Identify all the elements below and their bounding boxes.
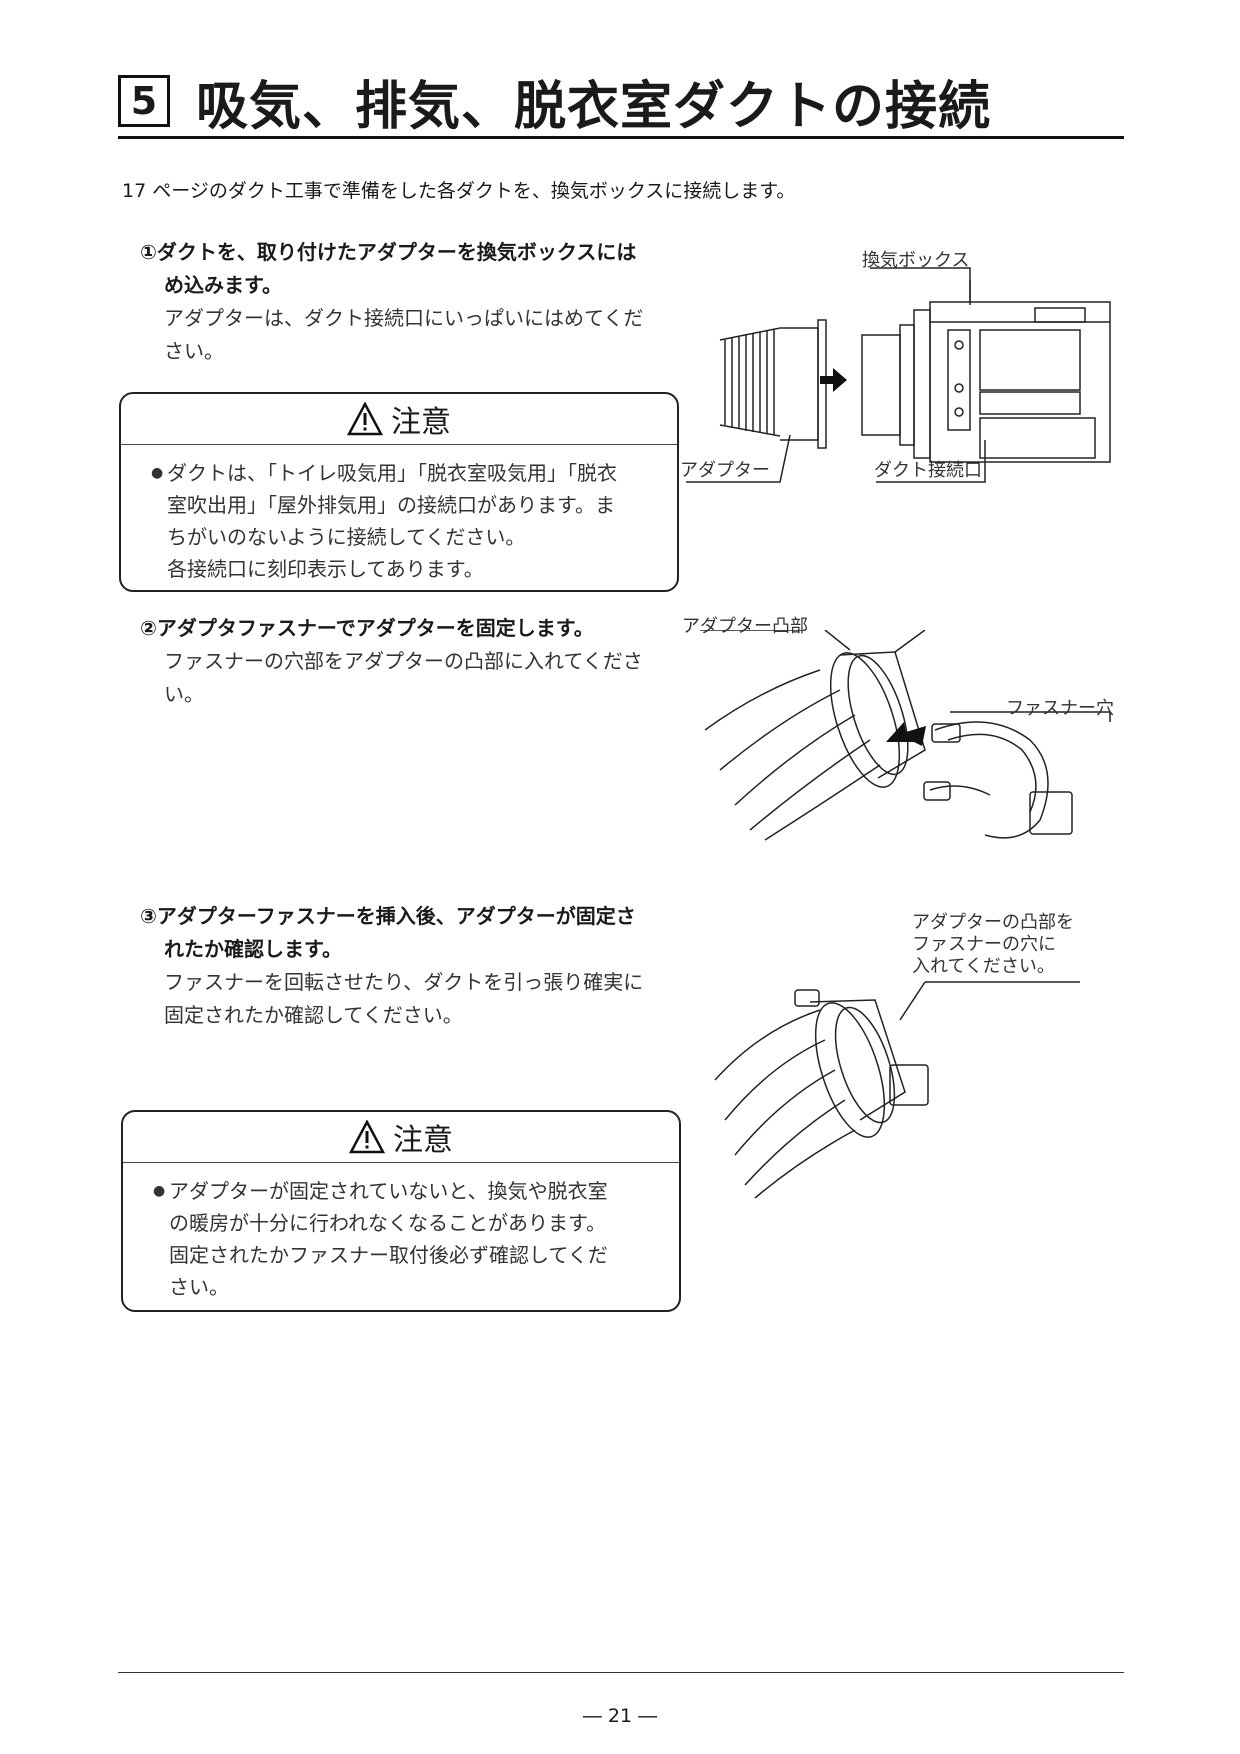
- step-2-body: ファスナーの穴部をアダプターの凸部に入れてくださ い。: [140, 645, 704, 711]
- caution-2-line: さい。: [169, 1275, 229, 1299]
- step-1-body-line: アダプターは、ダクト接続口にいっぱいにはめてくだ: [164, 306, 644, 330]
- caution-1-item: ● ダクトは、「トイレ吸気用」「脱衣室吸気用」「脱衣 室吹出用」「屋外排気用」の…: [151, 457, 655, 585]
- label-duct-port: ダクト接続口: [874, 460, 982, 481]
- caution-box-2: 注意 ● アダプターが固定されていないと、換気や脱衣室 の暖房が十分に行われなく…: [121, 1110, 681, 1312]
- step-2-body-line: い。: [164, 682, 204, 706]
- warning-triangle-icon: [348, 1119, 386, 1154]
- caution-2-line: の暖房が十分に行われなくなることがあります。: [169, 1211, 606, 1235]
- caution-2-title: 注意: [393, 1123, 453, 1158]
- caution-2-header: 注意: [123, 1112, 679, 1163]
- footer-divider: [118, 1672, 1124, 1673]
- page-header: 5 吸気、排気、脱衣室ダクトの接続: [118, 62, 991, 140]
- note-line: アダプターの凸部を: [912, 912, 1074, 933]
- title-divider: [118, 136, 1124, 139]
- caution-1-header: 注意: [121, 394, 677, 445]
- figure-adapter-insertion: [686, 267, 1111, 483]
- caution-box-1: 注意 ● ダクトは、「トイレ吸気用」「脱衣室吸気用」「脱衣 室吹出用」「屋外排気…: [119, 392, 679, 592]
- step-3-body-line: ファスナーを回転させたり、ダクトを引っ張り確実に: [164, 970, 644, 994]
- step-3: ③アダプターファスナーを挿入後、アダプターが固定さ れたか確認します。 ファスナ…: [140, 900, 704, 1032]
- step-3-body-line: 固定されたか確認してください。: [164, 1003, 463, 1027]
- caution-1-title: 注意: [391, 405, 451, 440]
- insert-arrow-icon: [820, 368, 847, 392]
- caution-2-item: ● アダプターが固定されていないと、換気や脱衣室 の暖房が十分に行われなくなるこ…: [153, 1175, 657, 1303]
- label-ventilation-box: 換気ボックス: [862, 250, 970, 271]
- figure-fastener-attach: [700, 630, 1111, 841]
- page-number: ― 21 ―: [582, 1705, 658, 1727]
- step-1-heading: ①ダクトを、取り付けたアダプターを換気ボックスには め込みます。: [140, 236, 700, 302]
- caution-1-line: 各接続口に刻印表示してあります。: [167, 557, 484, 581]
- step-1-body-line: さい。: [164, 339, 224, 363]
- caution-1-line: 室吹出用」「屋外排気用」の接続口があります。ま: [167, 493, 615, 517]
- step-1: ①ダクトを、取り付けたアダプターを換気ボックスには め込みます。 アダプターは、…: [140, 236, 704, 368]
- step-2-heading: ②アダプタファスナーでアダプターを固定します。: [140, 612, 700, 645]
- warning-triangle-icon: [346, 401, 384, 436]
- step-3-heading: ③アダプターファスナーを挿入後、アダプターが固定さ れたか確認します。: [140, 900, 700, 966]
- step-2: ②アダプタファスナーでアダプターを固定します。 ファスナーの穴部をアダプターの凸…: [140, 612, 704, 711]
- step-2-heading-line: ②アダプタファスナーでアダプターを固定します。: [140, 616, 594, 640]
- step-3-heading-line: れたか確認します。: [164, 937, 342, 961]
- step-1-heading-line: め込みます。: [164, 273, 282, 297]
- caution-2-line: 固定されたかファスナー取付後必ず確認してくだ: [169, 1243, 608, 1267]
- bullet-icon: ●: [151, 465, 164, 481]
- label-adapter: アダプター: [680, 460, 770, 481]
- label-adapter-boss: アダプター凸部: [682, 616, 808, 637]
- caution-1-line: ちがいのないように接続してください。: [167, 525, 526, 549]
- step-1-heading-line: ①ダクトを、取り付けたアダプターを換気ボックスには: [140, 240, 637, 264]
- figure-fastener-installed: [714, 981, 1080, 1199]
- step-3-body: ファスナーを回転させたり、ダクトを引っ張り確実に 固定されたか確認してください。: [140, 966, 704, 1032]
- section-number: 5: [118, 75, 170, 127]
- caution-2-line: アダプターが固定されていないと、換気や脱衣室: [169, 1179, 608, 1203]
- bullet-icon: ●: [153, 1183, 166, 1199]
- insert-arrow-icon: [886, 722, 926, 746]
- note-line: 入れてください。: [912, 956, 1055, 977]
- caution-1-body: ● ダクトは、「トイレ吸気用」「脱衣室吸気用」「脱衣 室吹出用」「屋外排気用」の…: [121, 445, 677, 585]
- intro-text: 17 ページのダクト工事で準備をした各ダクトを、換気ボックスに接続します。: [122, 180, 796, 202]
- step-2-body-line: ファスナーの穴部をアダプターの凸部に入れてくださ: [164, 649, 643, 673]
- label-fastener-hole: ファスナー穴: [1006, 698, 1114, 719]
- caution-2-body: ● アダプターが固定されていないと、換気や脱衣室 の暖房が十分に行われなくなるこ…: [123, 1163, 679, 1303]
- flexible-duct-illustration: [719, 327, 781, 437]
- caution-1-line: ダクトは、「トイレ吸気用」「脱衣室吸気用」「脱衣: [167, 461, 617, 485]
- step-3-heading-line: ③アダプターファスナーを挿入後、アダプターが固定さ: [140, 904, 636, 928]
- note-line: ファスナーの穴に: [912, 934, 1056, 955]
- label-install-note: アダプターの凸部を ファスナーの穴に 入れてください。: [912, 912, 1074, 978]
- page-title: 吸気、排気、脱衣室ダクトの接続: [196, 76, 992, 137]
- step-1-body: アダプターは、ダクト接続口にいっぱいにはめてくだ さい。: [140, 302, 704, 368]
